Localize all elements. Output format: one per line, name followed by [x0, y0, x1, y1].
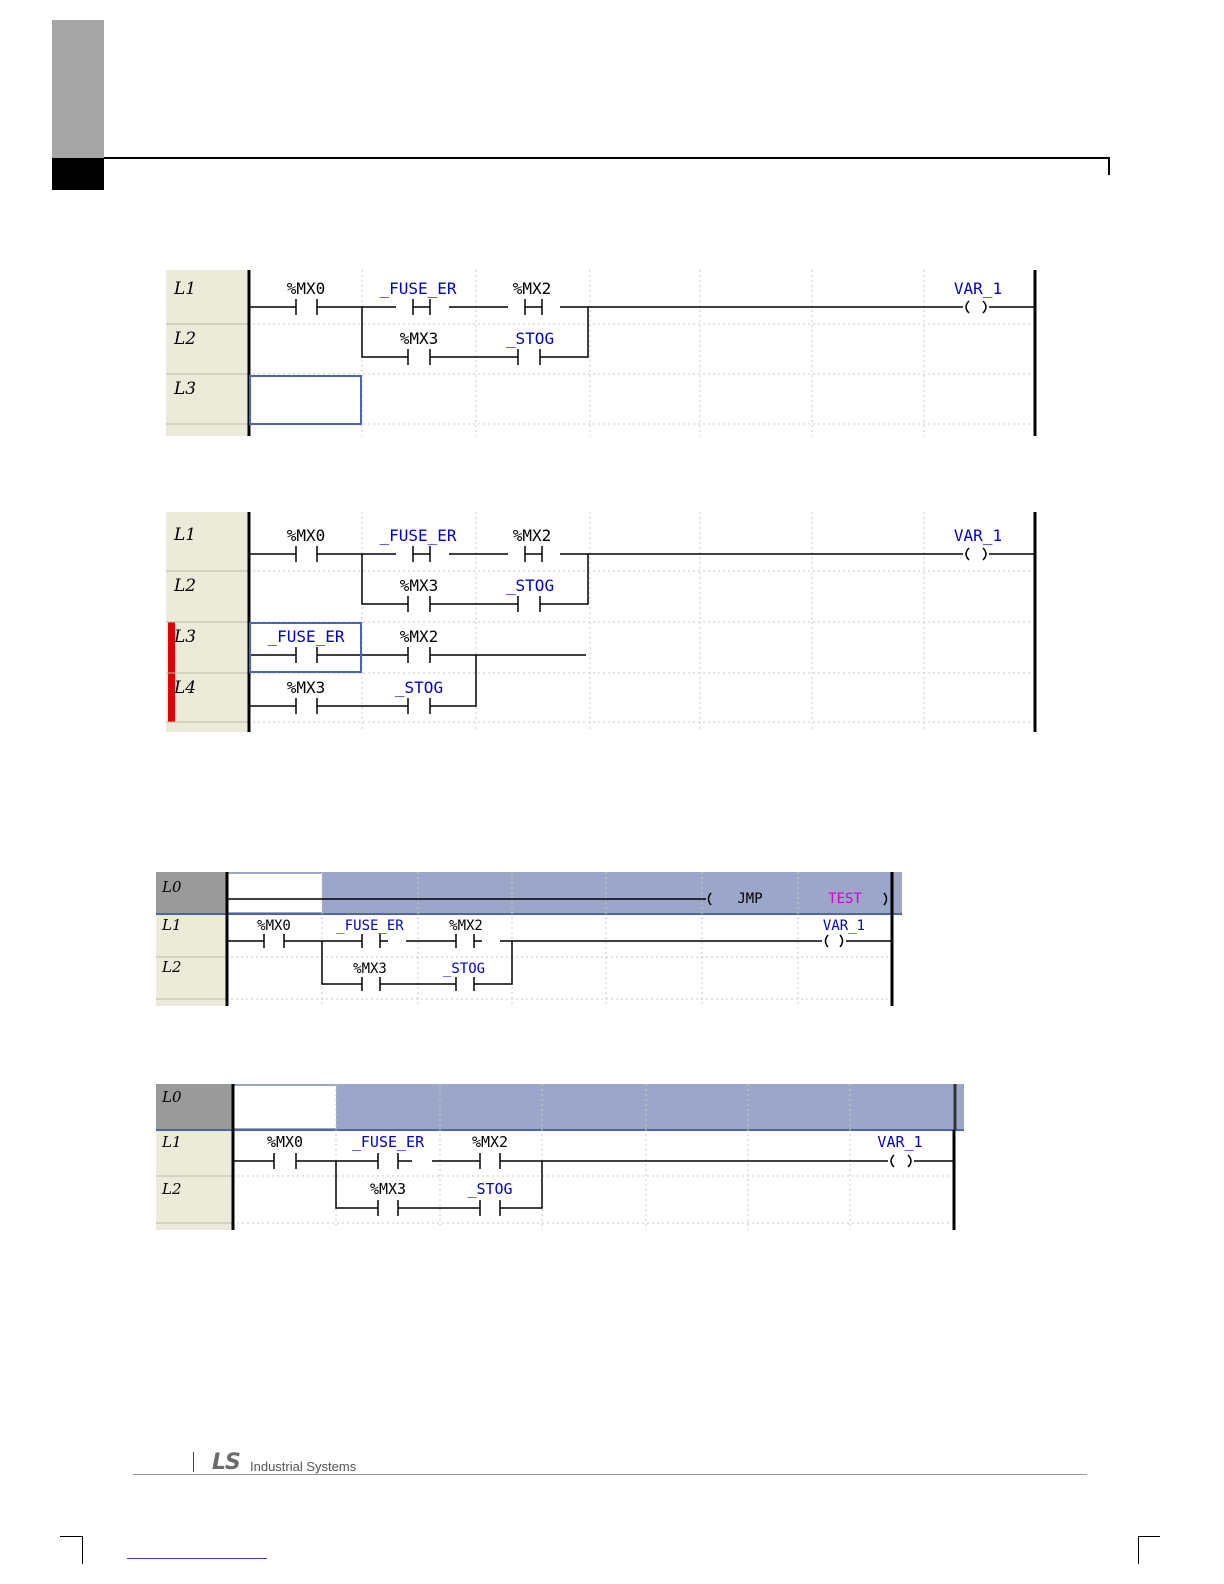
- jump-target-label: TEST: [828, 891, 862, 907]
- footer-rule: [133, 1474, 1087, 1475]
- crop-mark: [1138, 1536, 1160, 1537]
- crop-mark: [1138, 1536, 1139, 1564]
- grid: [248, 270, 1036, 436]
- selection-band: [232, 1084, 964, 1130]
- contact-label: _STOG: [467, 1180, 512, 1198]
- coil-symbol: [966, 548, 986, 560]
- wires: [250, 554, 1035, 706]
- ladder-diagram-1: L1 L2 L3 %MX0 _FUSE_ER %MX2 %MX3 _STOG V…: [166, 270, 1041, 436]
- ls-logo: LS: [212, 1450, 240, 1475]
- row-label: L1: [173, 525, 196, 545]
- chapter-tab: [52, 20, 104, 158]
- wires: [250, 307, 1035, 357]
- crop-mark: [82, 1536, 83, 1564]
- ladder-diagram-4: L0 L1 L2 %MX0 _FUSE_ER %MX2 %MX3 _STOG V…: [156, 1084, 964, 1230]
- wires: [234, 1161, 954, 1208]
- coil-label: VAR_1: [954, 526, 1002, 545]
- row-label: L2: [173, 329, 196, 349]
- row-label: L1: [173, 279, 196, 299]
- contact-label: _STOG: [506, 576, 554, 595]
- ladder-diagram-3: L0 L1 L2 JMP TEST %MX0 _FUSE_ER %MX2 %MX…: [156, 872, 902, 1006]
- row-label: L0: [161, 1088, 182, 1106]
- row-label: L1: [161, 1133, 182, 1151]
- contact-label: _FUSE_ER: [379, 526, 456, 545]
- contact-label: _STOG: [395, 678, 443, 697]
- ladder-canvas-3: L0 L1 L2 JMP TEST %MX0 _FUSE_ER %MX2 %MX…: [156, 872, 902, 1006]
- contact-label: %MX2: [513, 279, 552, 298]
- crop-mark: [60, 1536, 82, 1537]
- row-label: L3: [173, 379, 196, 399]
- selection-band: [226, 872, 902, 914]
- coil-symbol: [966, 301, 986, 313]
- contact-label: %MX2: [513, 526, 552, 545]
- chapter-tab-marker: [52, 158, 104, 190]
- contact-label: %MX0: [287, 526, 326, 545]
- contact-label: %MX0: [267, 1133, 303, 1151]
- row-label: L4: [173, 678, 196, 698]
- ladder-diagram-2: L1 L2 L3 L4 %MX0 _FUSE_ER %MX2 %MX3 _STO…: [166, 512, 1041, 732]
- grid: [248, 512, 1036, 732]
- ladder-canvas-4: L0 L1 L2 %MX0 _FUSE_ER %MX2 %MX3 _STOG V…: [156, 1084, 964, 1230]
- contact-label: %MX3: [353, 961, 387, 977]
- jump-keyword: JMP: [737, 891, 762, 907]
- contact-label: _STOG: [506, 329, 554, 348]
- contact-label: %MX3: [370, 1180, 406, 1198]
- footer-divider: [193, 1452, 194, 1472]
- selection-cursor-cell[interactable]: [228, 874, 322, 912]
- header-rule: [104, 157, 1110, 159]
- coil-symbol: [891, 1155, 911, 1167]
- coil-label: VAR_1: [877, 1133, 922, 1151]
- edit-cursor[interactable]: [250, 376, 361, 424]
- selection-cursor-cell[interactable]: [234, 1086, 336, 1128]
- contact-label: %MX3: [400, 329, 439, 348]
- footer-link-underline: [127, 1558, 267, 1559]
- contact-label: _FUSE_ER: [336, 918, 404, 934]
- contact-label: %MX2: [400, 627, 439, 646]
- contact-label: %MX2: [449, 918, 483, 934]
- contact-label: %MX2: [472, 1133, 508, 1151]
- coil-label: VAR_1: [823, 918, 865, 934]
- row-label: L2: [161, 958, 182, 976]
- contact-label: _STOG: [443, 961, 485, 977]
- row-label: L2: [161, 1180, 182, 1198]
- coil-symbol: [826, 935, 843, 947]
- contact-label: %MX0: [257, 918, 291, 934]
- row-label: L1: [161, 916, 182, 934]
- row-label: L3: [173, 627, 196, 647]
- ladder-canvas-2: L1 L2 L3 L4 %MX0 _FUSE_ER %MX2 %MX3 _STO…: [166, 512, 1041, 732]
- contact-label: _FUSE_ER: [267, 627, 344, 646]
- contact-label: %MX3: [400, 576, 439, 595]
- header-rule-tick: [1108, 157, 1110, 175]
- contact-label: _FUSE_ER: [352, 1133, 425, 1151]
- contact-label: %MX0: [287, 279, 326, 298]
- contact-label: _FUSE_ER: [379, 279, 456, 298]
- coil-label: VAR_1: [954, 279, 1002, 298]
- row-label: L2: [173, 576, 196, 596]
- ladder-canvas-1: L1 L2 L3 %MX0 _FUSE_ER %MX2 %MX3 _STOG V…: [166, 270, 1041, 436]
- row-label: L0: [161, 878, 182, 896]
- contact-label: %MX3: [287, 678, 326, 697]
- brand-name: Industrial Systems: [250, 1459, 356, 1474]
